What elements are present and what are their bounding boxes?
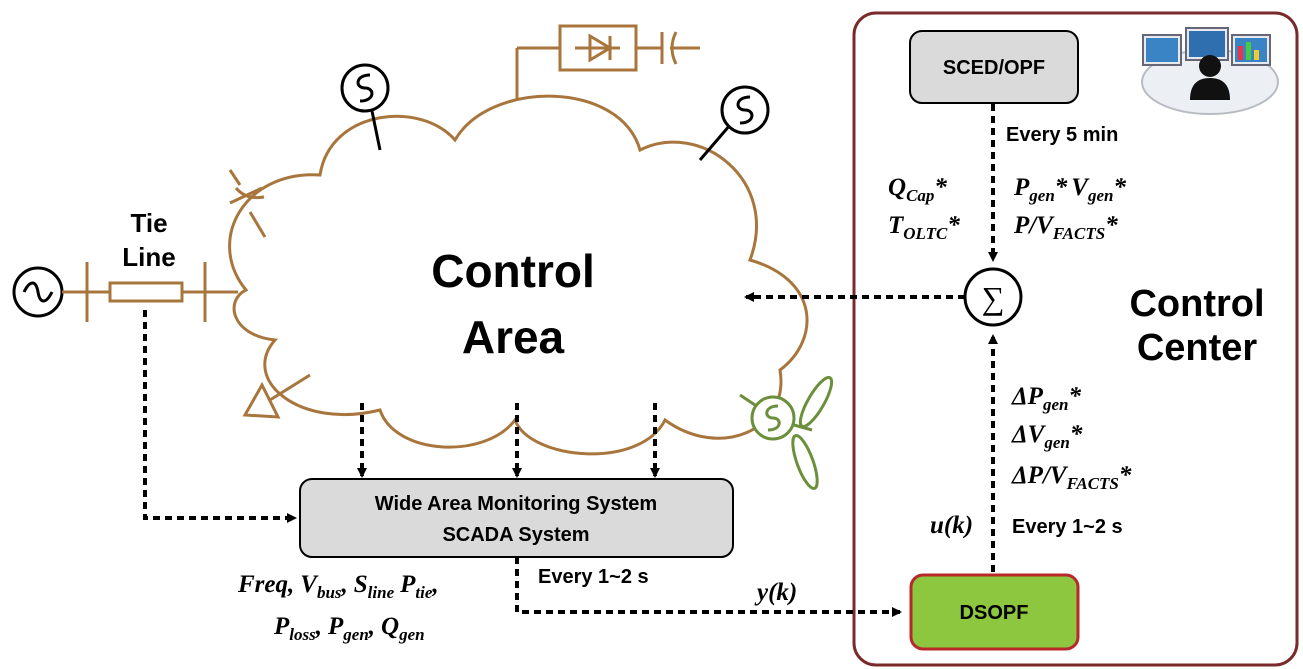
generator-2-lead xyxy=(698,124,732,161)
tie-line-measurement-arrow xyxy=(143,310,297,523)
wams-label: Wide Area Monitoring System xyxy=(375,493,657,515)
delta-p-gen-label: ΔPgen* xyxy=(1011,383,1081,414)
t-oltc-label: TOLTC* xyxy=(888,212,960,243)
y-k-label: y(k) xyxy=(754,579,797,606)
control-center-frame xyxy=(852,11,1299,667)
wind-turbine-icon xyxy=(739,375,834,490)
generator-1-lead xyxy=(370,110,382,151)
tie-line-label-line2: Line xyxy=(122,242,175,272)
control-area-line1: Control xyxy=(431,245,595,297)
control-area-cloud xyxy=(228,94,809,456)
every-1-2s-bottom-label: Every 1~2 s xyxy=(538,566,649,588)
summing-junction xyxy=(963,267,1023,327)
every-1-2s-right-label: Every 1~2 s xyxy=(1012,516,1123,538)
scada-label: SCADA System xyxy=(442,524,589,546)
capacitor-icon xyxy=(228,169,267,238)
u-k-label: u(k) xyxy=(930,512,973,539)
delta-p-v-facts-label: ΔP/VFACTS* xyxy=(1011,462,1132,493)
dsopf-box xyxy=(909,573,1080,651)
control-center-line2: Center xyxy=(1137,327,1258,369)
q-cap-label: QCap* xyxy=(888,174,947,205)
operator-console-icon xyxy=(1141,27,1279,115)
tie-line-symbol xyxy=(62,262,238,322)
delta-v-gen-label: ΔVgen* xyxy=(1011,421,1083,452)
facts-device-icon xyxy=(515,24,700,100)
tie-line-label-line1: Tie xyxy=(130,208,167,238)
sced-opf-label: SCED/OPF xyxy=(943,57,1045,79)
measurements-line2: Ploss,Pgen,Qgen xyxy=(273,613,425,644)
generator-2-icon xyxy=(720,85,770,135)
p-v-facts-label: P/VFACTS* xyxy=(1013,212,1118,243)
external-generator-icon xyxy=(12,266,64,318)
every-5-min-label: Every 5 min xyxy=(1006,124,1118,146)
p-gen-v-gen-label: Pgen*Vgen* xyxy=(1013,174,1126,205)
control-area-line2: Area xyxy=(462,311,565,363)
y-k-arrow xyxy=(515,557,902,617)
sced-opf-box xyxy=(909,30,1079,104)
load-icon xyxy=(242,373,311,419)
control-center-line1: Control xyxy=(1129,283,1264,325)
wams-scada-box xyxy=(299,478,734,558)
generator-1-icon xyxy=(340,63,390,113)
dsopf-label: DSOPF xyxy=(960,602,1029,624)
summing-symbol: ∑ xyxy=(982,280,1005,316)
